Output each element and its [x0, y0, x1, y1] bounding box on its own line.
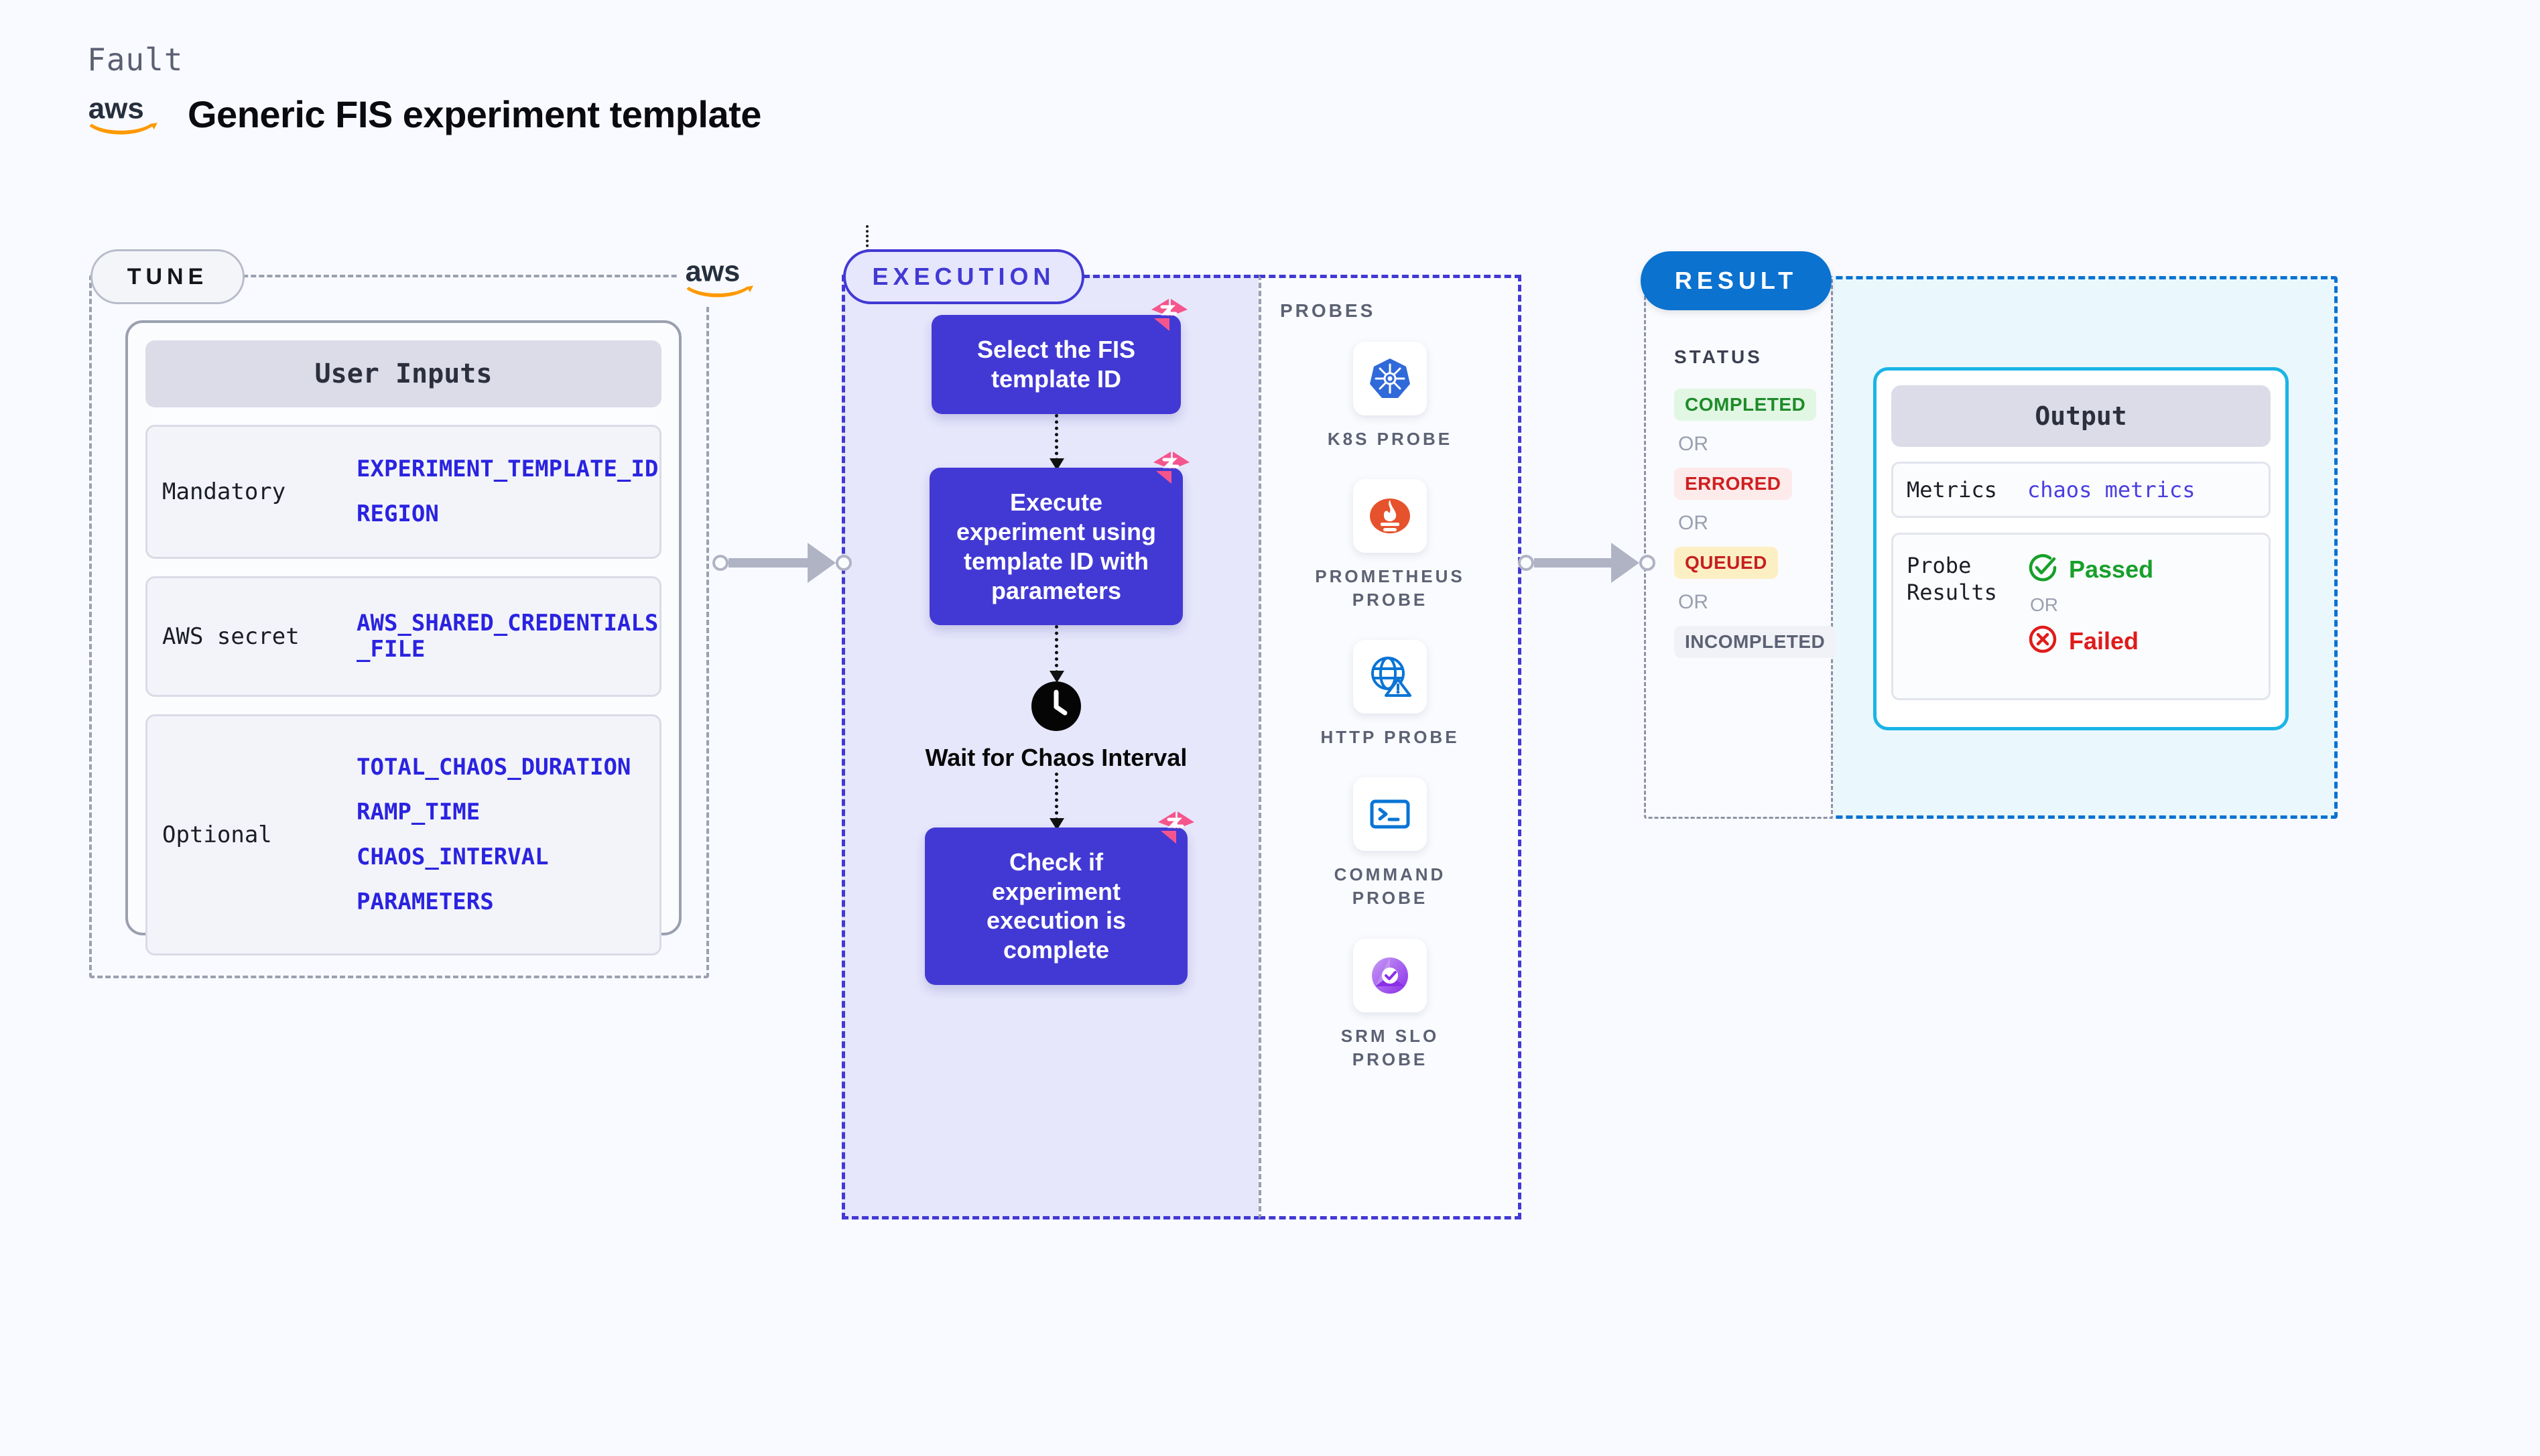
flow-arrow	[1049, 772, 1064, 830]
status-badge: COMPLETED	[1674, 389, 1817, 421]
output-row-probe-results: Probe Results Passed OR	[1891, 533, 2271, 700]
probe-item-http[interactable]: HTTP PROBE	[1320, 640, 1459, 749]
row-label: Optional	[162, 821, 272, 848]
srm-slo-icon	[1353, 938, 1427, 1012]
variable-name: CHAOS_INTERVAL	[357, 844, 549, 870]
connector-start-dot	[1518, 555, 1534, 571]
flow-step-label: Check if experiment execution is complet…	[986, 848, 1127, 964]
execution-flow: Select the FIS template ID Execute exper…	[842, 299, 1271, 986]
flow-step-check-complete[interactable]: Check if experiment execution is complet…	[925, 811, 1194, 986]
tune-panel	[89, 275, 709, 978]
flow-step-wait-interval: Wait for Chaos Interval	[925, 680, 1188, 772]
or-separator: OR	[1678, 433, 1708, 455]
output-title: Output	[1891, 385, 2271, 447]
probe-label: PROMETHEUS PROBE	[1315, 566, 1465, 610]
variable-name: REGION	[357, 501, 439, 527]
input-row-optional: Optional TOTAL_CHAOS_DURATION RAMP_TIME …	[145, 714, 661, 955]
variable-name: TOTAL_CHAOS_DURATION	[357, 753, 631, 781]
svg-text:aws: aws	[88, 92, 144, 125]
wait-node-label: Wait for Chaos Interval	[925, 744, 1188, 772]
terminal-icon	[1353, 777, 1427, 852]
probe-results-label: Probe Results	[1907, 553, 1997, 605]
passed-label: Passed	[2069, 555, 2154, 583]
status-title: STATUS	[1674, 346, 1763, 367]
probes-list: K8S PROBE PROMETHEUS PROBE	[1259, 342, 1521, 1100]
or-separator: OR	[1678, 591, 1708, 613]
probe-item-prometheus[interactable]: PROMETHEUS PROBE	[1313, 479, 1467, 612]
connector-tune-to-execution	[712, 543, 852, 583]
metrics-value: chaos metrics	[2027, 477, 2196, 503]
x-circle-icon	[2027, 624, 2058, 658]
user-inputs-title: User Inputs	[145, 340, 661, 407]
row-label: Mandatory	[162, 478, 286, 505]
litmus-logo-icon	[1155, 809, 1197, 846]
flow-step-label: Select the FIS template ID	[976, 336, 1136, 393]
row-label: AWS secret	[162, 623, 300, 650]
status-list: COMPLETED OR ERRORED OR QUEUED OR INCOMP…	[1674, 389, 1836, 658]
litmus-logo-icon	[1149, 296, 1190, 334]
page-header: Fault aws Generic FIS experiment templat…	[87, 42, 761, 138]
page-title: Generic FIS experiment template	[188, 92, 761, 135]
or-separator: OR	[2030, 594, 2058, 615]
kubernetes-icon	[1352, 342, 1427, 415]
variable-name: AWS_SHARED_CREDENTIALS _FILE	[357, 609, 659, 663]
flow-arrow	[1049, 413, 1064, 470]
flow-step-label: Execute experiment using template ID wit…	[956, 488, 1157, 604]
flow-arrow	[1049, 625, 1064, 683]
connector-line	[1534, 558, 1612, 568]
connector-execution-to-result	[1518, 543, 1655, 583]
variable-name: RAMP_TIME	[357, 798, 481, 825]
aws-logo-icon: aws	[87, 90, 161, 138]
clock-icon	[1030, 680, 1082, 732]
probe-item-command[interactable]: COMMAND PROBE	[1313, 777, 1467, 910]
variable-name: EXPERIMENT_TEMPLATE_ID	[357, 455, 659, 482]
probe-item-k8s[interactable]: K8S PROBE	[1328, 342, 1452, 451]
status-badge: ERRORED	[1674, 468, 1792, 500]
svg-text:aws: aws	[686, 256, 741, 288]
aws-logo-icon: aws	[678, 247, 763, 307]
prometheus-icon	[1353, 479, 1427, 553]
tune-pill-label: TUNE	[90, 249, 245, 304]
probe-label: COMMAND PROBE	[1334, 864, 1446, 909]
probe-label: K8S PROBE	[1327, 429, 1453, 449]
probe-label: HTTP PROBE	[1320, 727, 1460, 748]
check-circle-icon	[2027, 552, 2058, 586]
user-inputs-card: User Inputs Mandatory EXPERIMENT_TEMPLAT…	[125, 320, 682, 955]
probes-panel	[1259, 275, 1521, 1219]
metrics-label: Metrics	[1907, 477, 1997, 503]
connector-line	[728, 558, 809, 568]
flow-step-select-template[interactable]: Select the FIS template ID	[932, 299, 1188, 414]
input-row-mandatory: Mandatory EXPERIMENT_TEMPLATE_ID REGION	[145, 425, 661, 559]
input-row-aws-secret: AWS secret AWS_SHARED_CREDENTIALS _FILE	[145, 576, 661, 697]
result-pill-label: RESULT	[1641, 251, 1832, 310]
connector-end-dot	[1639, 555, 1655, 571]
probe-item-srm-slo[interactable]: SRM SLO PROBE	[1313, 938, 1467, 1071]
connector-start-dot	[712, 555, 728, 571]
variable-name: PARAMETERS	[357, 888, 494, 916]
probes-title: PROBES	[1280, 300, 1376, 321]
probe-result-failed: Failed	[2027, 624, 2153, 658]
or-separator: OR	[1678, 512, 1708, 534]
status-badge: INCOMPLETED	[1674, 626, 1836, 658]
probe-label: SRM SLO PROBE	[1340, 1025, 1440, 1069]
flow-step-execute-experiment[interactable]: Execute experiment using template ID wit…	[930, 451, 1190, 626]
execution-tick-mark	[866, 225, 869, 252]
http-globe-warning-icon	[1352, 640, 1427, 714]
connector-end-dot	[836, 555, 852, 571]
connector-arrowhead	[808, 543, 836, 583]
connector-arrowhead	[1611, 543, 1639, 583]
eyebrow-label: Fault	[87, 42, 184, 78]
failed-label: Failed	[2069, 626, 2139, 655]
probe-result-passed: Passed	[2027, 552, 2153, 586]
execution-pill-label: EXECUTION	[843, 249, 1084, 304]
litmus-logo-icon	[1151, 449, 1192, 486]
status-badge: QUEUED	[1674, 547, 1778, 579]
output-row-metrics: Metrics chaos metrics	[1891, 462, 2271, 518]
output-card: Output Metrics chaos metrics Probe Resul…	[1873, 367, 2289, 730]
